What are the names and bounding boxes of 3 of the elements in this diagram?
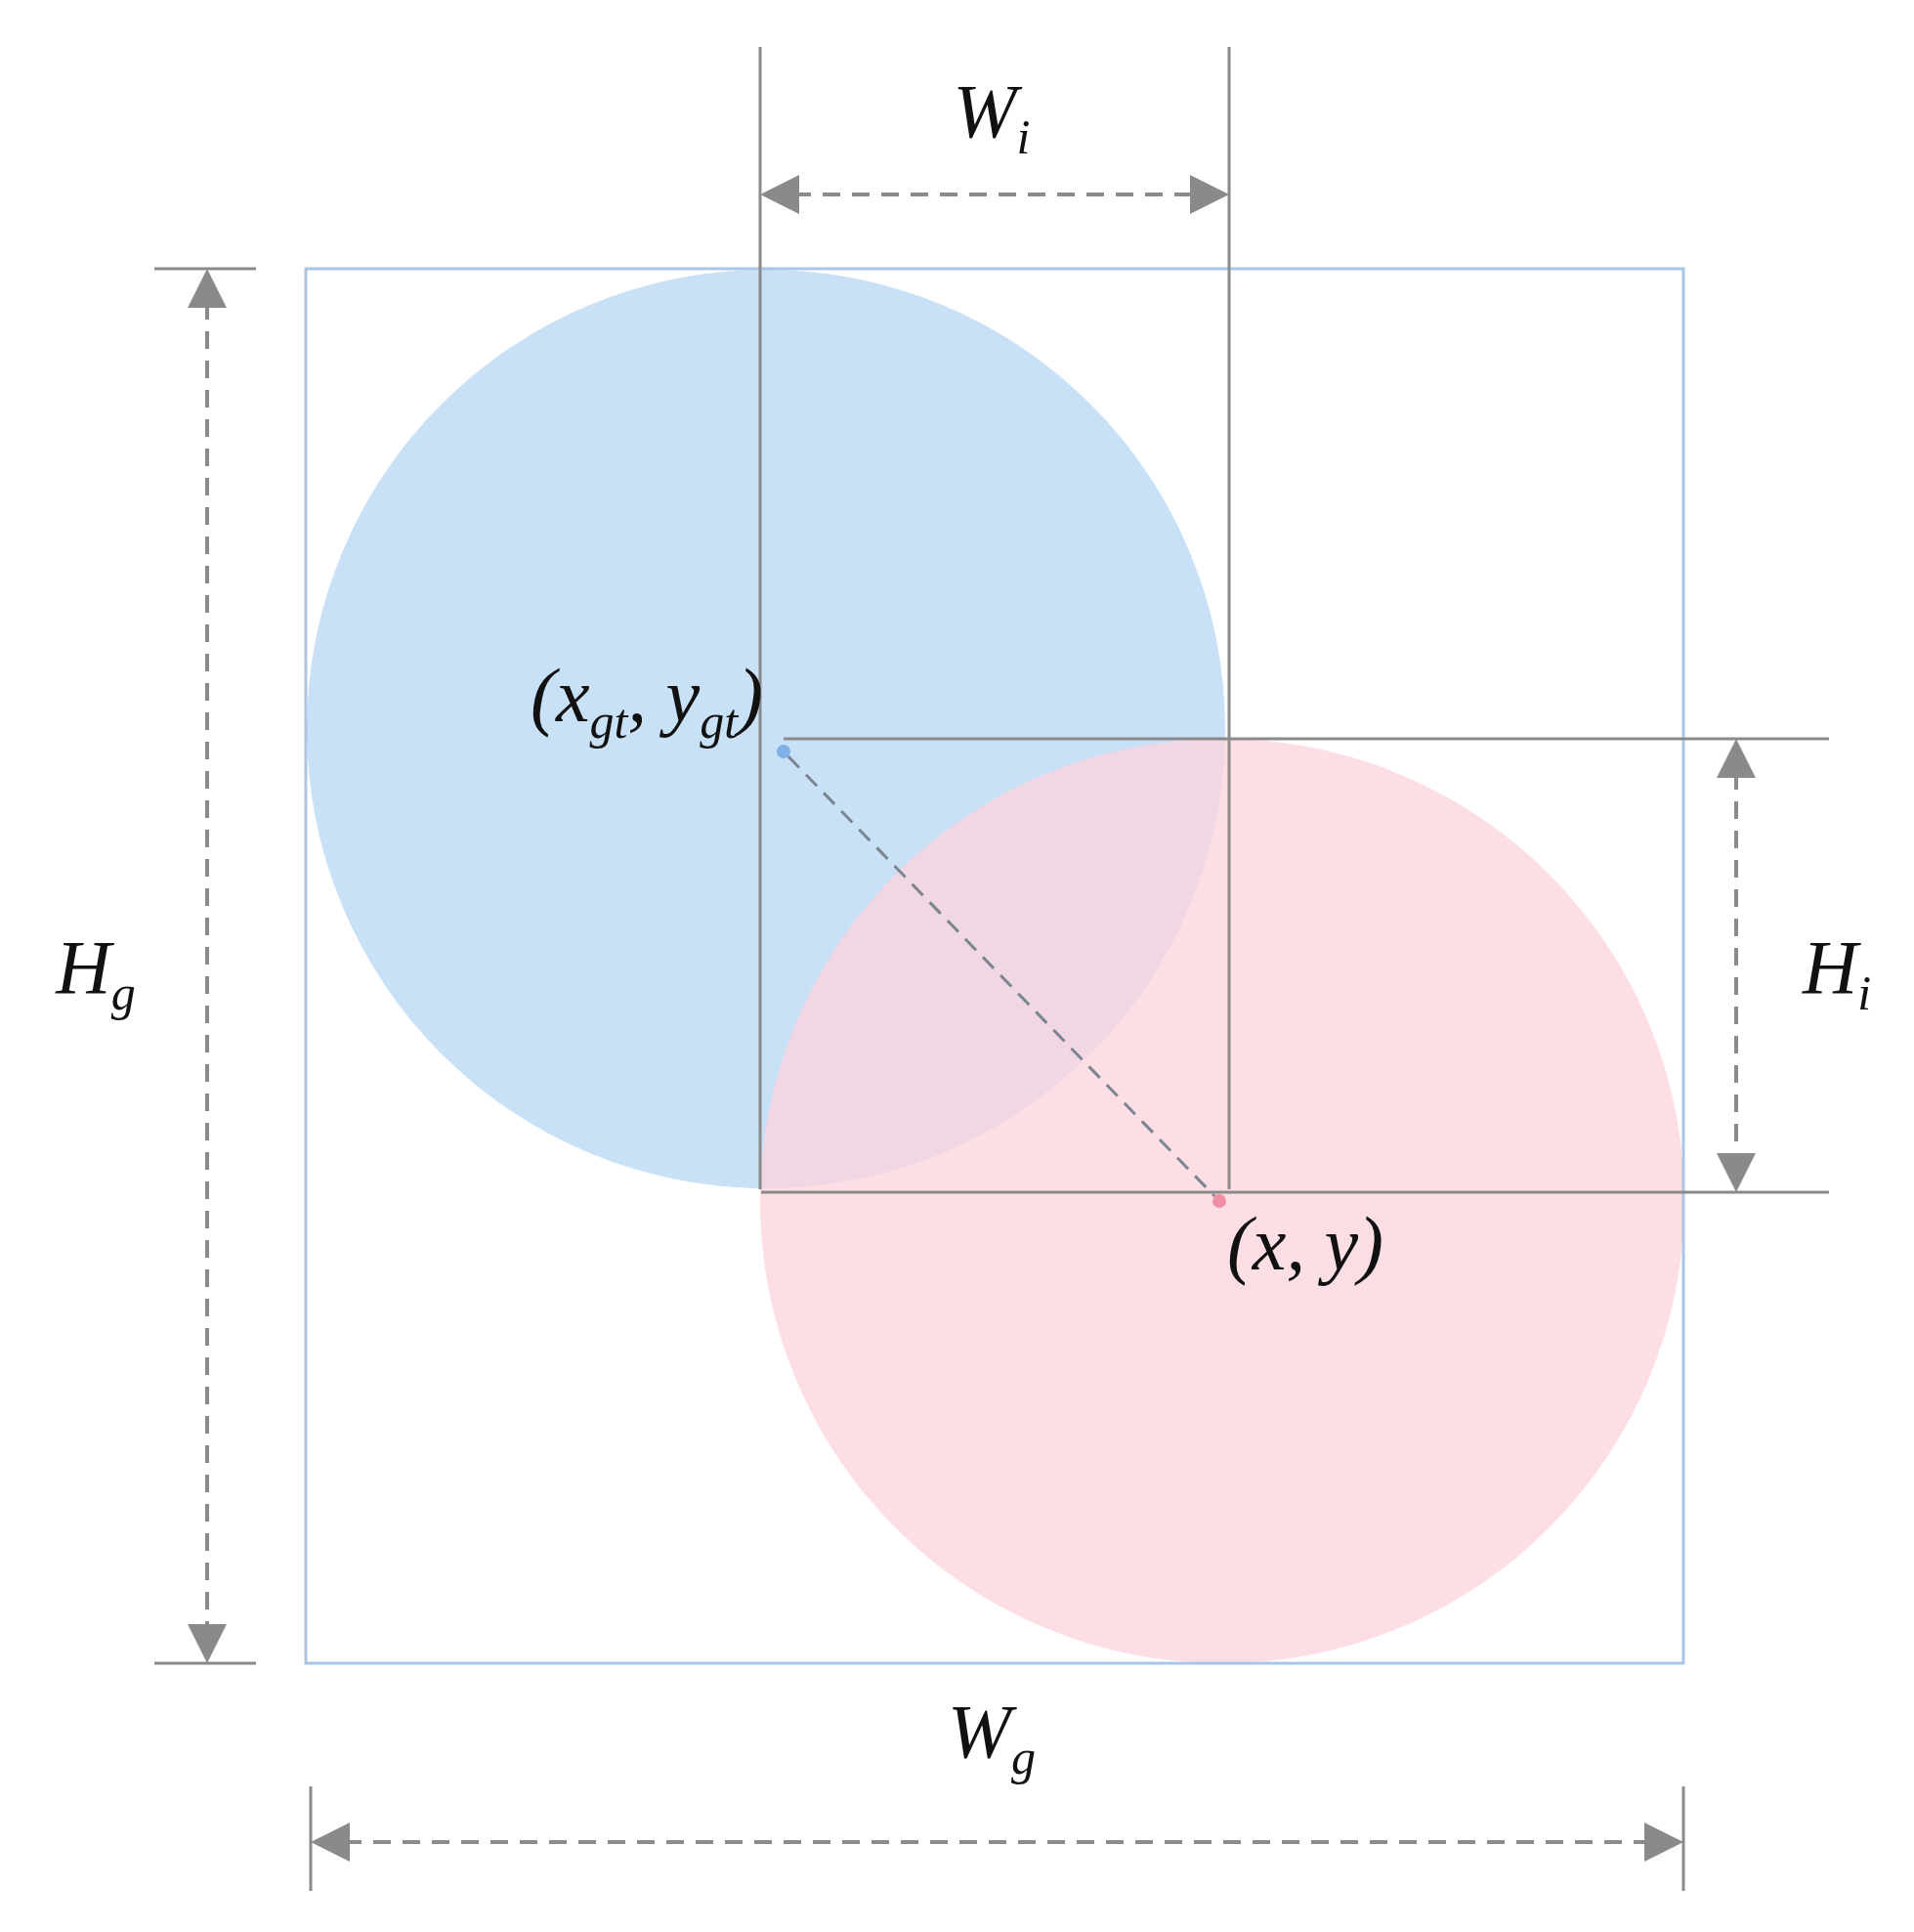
dimension-label: W$_{i}$: [953, 73, 1031, 161]
dashed-line: [787, 755, 1216, 1197]
dimension-label: H$_{i}$: [1802, 929, 1872, 1017]
